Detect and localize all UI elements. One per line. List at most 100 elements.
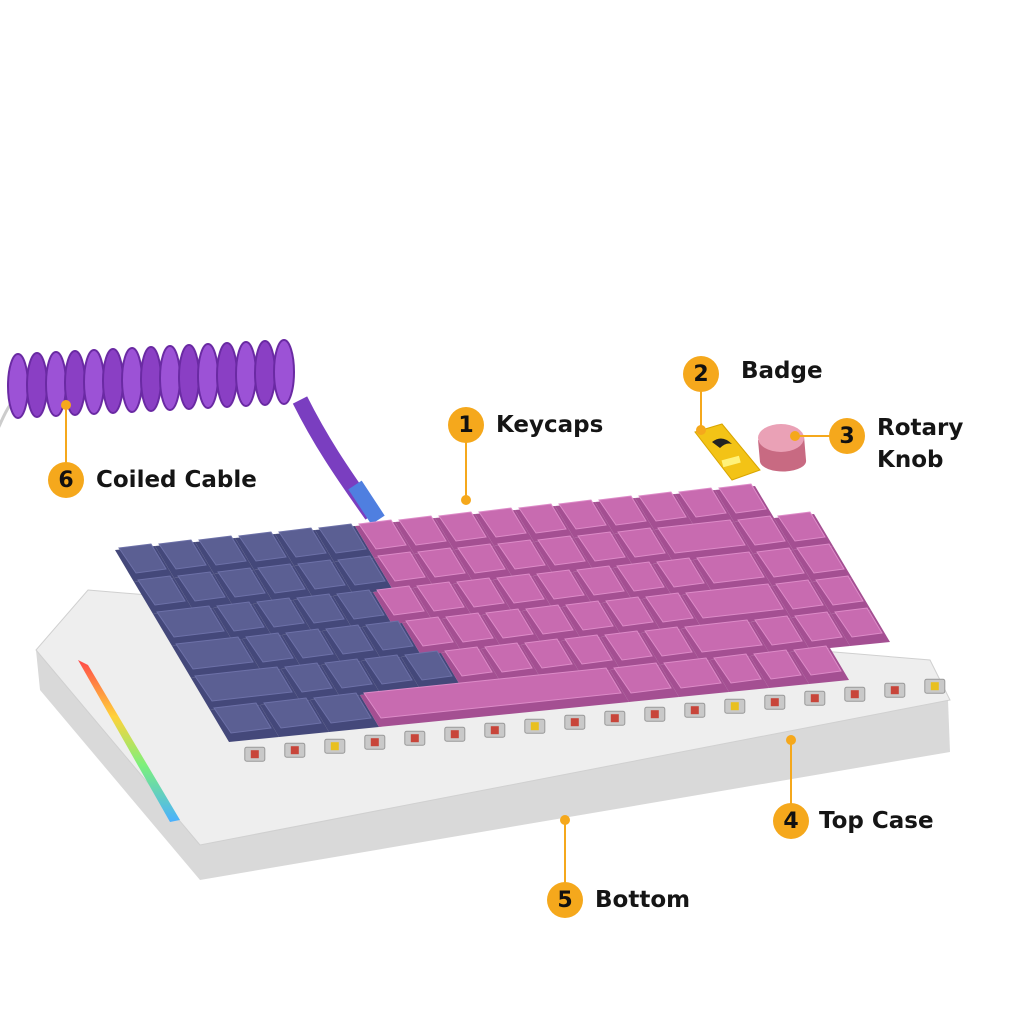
callout-label: Rotary Knob (877, 415, 964, 473)
switch-stem (690, 706, 699, 715)
keycap (257, 563, 306, 594)
badge (694, 423, 761, 481)
callout-keycaps: 1 Keycaps (448, 407, 603, 443)
switch-stem (330, 742, 339, 751)
keycap (358, 519, 407, 550)
keycap (377, 551, 426, 582)
keycap (617, 527, 666, 558)
keycap (754, 615, 803, 646)
cable-coil (216, 342, 238, 408)
cable-coil (159, 345, 181, 411)
keycap (713, 653, 762, 684)
keycap (613, 662, 672, 694)
keycap (297, 559, 346, 590)
keycap (284, 662, 333, 693)
keycap (685, 583, 784, 619)
switch-stem (770, 698, 779, 707)
keycap (525, 604, 574, 635)
switch-stem (810, 694, 819, 703)
switch-stem (490, 726, 499, 735)
cable-coil (102, 348, 124, 414)
callout-label: Top Case (819, 808, 934, 834)
cable-coil (26, 352, 48, 418)
keycap (278, 527, 327, 558)
keycap (438, 511, 487, 542)
keycap (156, 605, 225, 638)
keycap (645, 592, 694, 623)
keycap (524, 638, 573, 669)
keycap (364, 654, 413, 685)
keycap (417, 547, 466, 578)
callout-number: 1 (448, 407, 484, 443)
keycap (256, 597, 305, 628)
keycap (445, 612, 494, 643)
keycap (216, 601, 265, 632)
keycap (318, 523, 367, 554)
keycap (217, 567, 266, 598)
keycap (313, 692, 372, 724)
keycap (518, 503, 567, 534)
callout-lines (61, 390, 830, 884)
keycap (444, 646, 493, 677)
cable-coil (83, 349, 105, 415)
keycap (604, 630, 653, 661)
switch-stem (530, 722, 539, 731)
callout-number: 3 (829, 418, 865, 454)
keycap (678, 487, 727, 518)
keycap (175, 636, 254, 670)
keycap (663, 657, 722, 689)
callout-number: 6 (48, 462, 84, 498)
switch-stem (570, 718, 579, 727)
switches (244, 678, 946, 762)
badge-logo-icon (712, 438, 732, 448)
switch-stem (250, 750, 259, 759)
switch-stem (610, 714, 619, 723)
switch-stem (410, 734, 419, 743)
keycap (796, 543, 845, 574)
keycap (365, 620, 414, 651)
switch-stem (730, 702, 739, 711)
keycap (616, 561, 665, 592)
keycap (718, 483, 767, 514)
keycap (337, 555, 386, 586)
switch-stem (650, 710, 659, 719)
switch-stem (450, 730, 459, 739)
switch-stem (290, 746, 299, 755)
keycap (815, 575, 864, 606)
keycap (794, 611, 843, 642)
keycap (496, 573, 545, 604)
keycap (644, 626, 693, 657)
keycap (605, 596, 654, 627)
keycap (325, 624, 374, 655)
keycap (536, 569, 585, 600)
rotary-knob (758, 424, 807, 472)
keycap (376, 585, 425, 616)
keycap (753, 649, 802, 680)
cable-coil (197, 343, 219, 409)
keycap (537, 535, 586, 566)
cable-coil (178, 344, 200, 410)
keycap (497, 539, 546, 570)
keycap (296, 593, 345, 624)
callout-label: Badge (741, 358, 823, 384)
keycap (263, 697, 322, 729)
callout-bottom: 5 Bottom (547, 882, 690, 918)
callout-number: 5 (547, 882, 583, 918)
keycap (285, 628, 334, 659)
keycap (137, 575, 186, 606)
keycap (565, 600, 614, 631)
keycap (737, 515, 786, 546)
cable-coil (140, 346, 162, 412)
keycap (456, 577, 505, 608)
coiled-cable (0, 339, 385, 525)
callout-coiled-cable: 6 Coiled Cable (48, 462, 257, 498)
callout-top-case: 4 Top Case (773, 803, 934, 839)
keycap (363, 667, 622, 719)
keycap (118, 543, 167, 574)
keycap (177, 571, 226, 602)
keycap (564, 634, 613, 665)
switch-stem (370, 738, 379, 747)
keycap (213, 702, 272, 734)
keycap (576, 565, 625, 596)
keycap (656, 557, 705, 588)
